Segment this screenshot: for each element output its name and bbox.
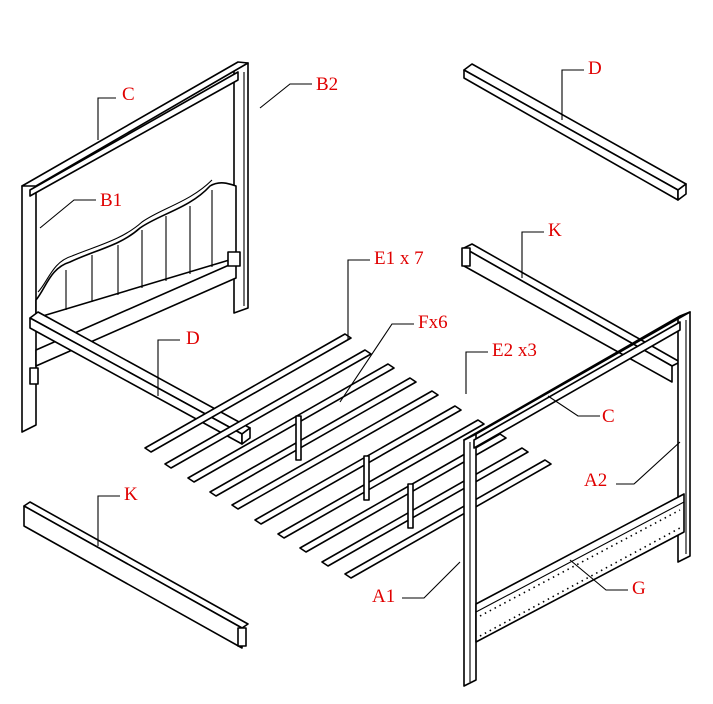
label-e1: E1 x 7 (374, 248, 424, 269)
label-a1: A1 (372, 586, 395, 607)
loose-rail-k-left (23, 501, 249, 649)
label-d-left: D (186, 328, 200, 349)
side-rail-d-left (29, 311, 251, 445)
label-fx6: Fx6 (418, 312, 448, 333)
headboard-boards (65, 190, 213, 310)
label-c-top: C (122, 84, 135, 105)
label-k-right: K (548, 220, 562, 241)
leader-lines (39, 69, 681, 599)
label-e2: E2 x3 (492, 340, 537, 361)
loose-rail-d-top (463, 63, 687, 201)
support-legs (295, 415, 414, 529)
side-rail-k-right (461, 243, 681, 383)
label-d-top: D (588, 58, 602, 79)
label-k-left: K (124, 484, 138, 505)
label-b1: B1 (100, 190, 122, 211)
label-g: G (632, 578, 646, 599)
slats (144, 333, 552, 579)
label-a2: A2 (584, 470, 607, 491)
label-b2: B2 (316, 74, 338, 95)
part-labels: C B2 D B1 K E1 x 7 Fx6 D E2 x3 C A2 K G … (100, 58, 646, 607)
label-c-right: C (602, 406, 615, 427)
